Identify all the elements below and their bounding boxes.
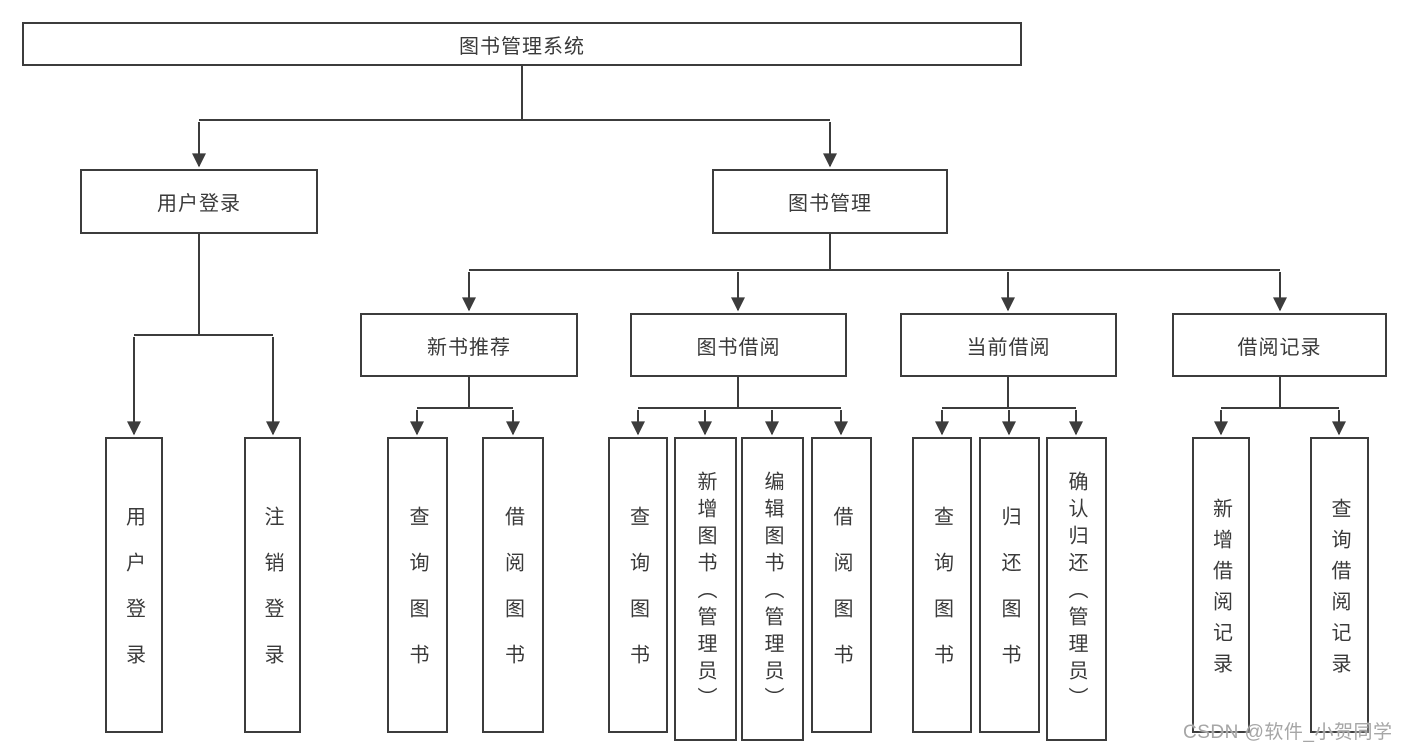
leaf-user-login: 用户登录	[105, 437, 163, 733]
leaf-cb-query-book: 查询图书	[912, 437, 972, 733]
leaf-br-add-record: 新增借阅记录	[1192, 437, 1250, 733]
leaf-cb-confirm-return-admin: 确认归还（管理员）	[1046, 437, 1107, 741]
node-root-system: 图书管理系统	[22, 22, 1022, 66]
leaf-bb-edit-book-admin: 编辑图书（管理员）	[741, 437, 804, 741]
leaf-br-query-record: 查询借阅记录	[1310, 437, 1369, 733]
leaf-bb-borrow-book: 借阅图书	[811, 437, 872, 733]
tree-arrows	[127, 122, 1346, 436]
leaf-nbr-borrow-book: 借阅图书	[482, 437, 544, 733]
leaf-cb-return-book: 归还图书	[979, 437, 1040, 733]
leaf-nbr-query-book: 查询图书	[387, 437, 448, 733]
node-new-book-recommend: 新书推荐	[360, 313, 578, 377]
leaf-bb-add-book-admin: 新增图书（管理员）	[674, 437, 737, 741]
tree-elbows	[134, 66, 1339, 409]
node-book-management: 图书管理	[712, 169, 948, 234]
csdn-watermark: CSDN @软件_小贺同学	[1183, 722, 1393, 743]
node-user-login: 用户登录	[80, 169, 318, 234]
leaf-bb-query-book: 查询图书	[608, 437, 668, 733]
leaf-logout: 注销登录	[244, 437, 301, 733]
node-book-borrow: 图书借阅	[630, 313, 847, 377]
node-borrow-record: 借阅记录	[1172, 313, 1387, 377]
node-current-borrow: 当前借阅	[900, 313, 1117, 377]
